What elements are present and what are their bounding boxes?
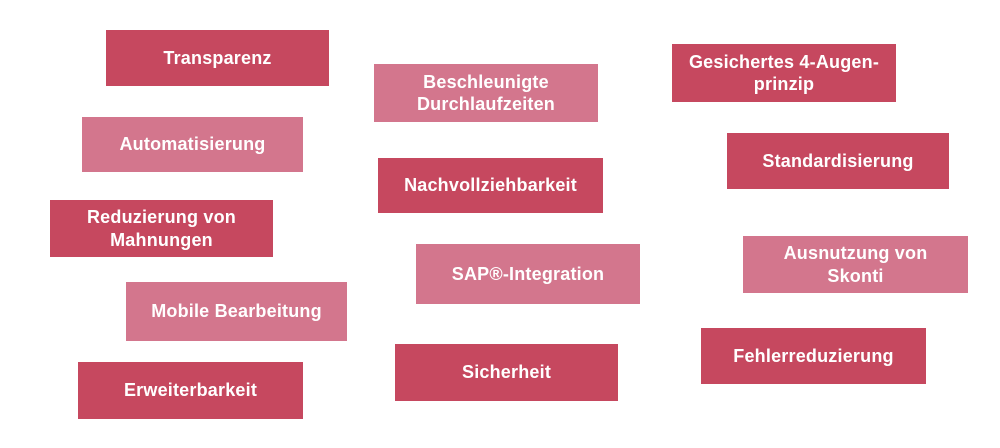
benefit-label: Erweiterbarkeit bbox=[123, 380, 258, 401]
benefit-label: SAP®-Integration bbox=[451, 263, 605, 284]
benefit-label: Mobile Bearbeitung bbox=[151, 301, 322, 322]
benefit-box-automatisierung: Automatisierung bbox=[82, 117, 303, 172]
benefit-label: Ausnutzung von Skonti bbox=[783, 243, 928, 286]
benefit-label: Automatisierung bbox=[119, 134, 266, 155]
benefit-box-nachvollziehbarkeit: Nachvollziehbarkeit bbox=[378, 158, 603, 213]
benefit-label: Fehlerreduzierung bbox=[733, 345, 894, 366]
benefit-label: Standardisierung bbox=[762, 150, 914, 171]
benefit-box-erweiterbarkeit: Erweiterbarkeit bbox=[78, 362, 303, 419]
benefit-box-sicherheit: Sicherheit bbox=[395, 344, 618, 401]
benefit-label: Beschleunigte Durchlaufzeiten bbox=[416, 71, 556, 115]
benefit-box-reduzierung-von-mahnungen: Reduzierung von Mahnungen bbox=[50, 200, 273, 257]
benefit-label: Transparenz bbox=[163, 47, 272, 68]
benefit-box-beschleunigte-durchlaufzeiten: Beschleunigte Durchlaufzeiten bbox=[374, 64, 598, 122]
benefit-box-transparenz: Transparenz bbox=[106, 30, 329, 86]
benefit-box-gesichertes-4-augen-prinzip: Gesichertes 4-Augen- prinzip bbox=[672, 44, 896, 102]
benefit-box-mobile-bearbeitung: Mobile Bearbeitung bbox=[126, 282, 347, 341]
benefit-box-fehlerreduzierung: Fehlerreduzierung bbox=[701, 328, 926, 384]
benefit-label: Reduzierung von Mahnungen bbox=[86, 207, 236, 250]
benefit-label: Sicherheit bbox=[461, 362, 552, 383]
benefit-box-sap-integration: SAP®-Integration bbox=[416, 244, 640, 304]
benefit-label: Nachvollziehbarkeit bbox=[404, 175, 577, 196]
benefit-box-ausnutzung-von-skonti: Ausnutzung von Skonti bbox=[743, 236, 968, 293]
benefit-box-standardisierung: Standardisierung bbox=[727, 133, 949, 189]
benefit-label: Gesichertes 4-Augen- prinzip bbox=[688, 51, 880, 95]
